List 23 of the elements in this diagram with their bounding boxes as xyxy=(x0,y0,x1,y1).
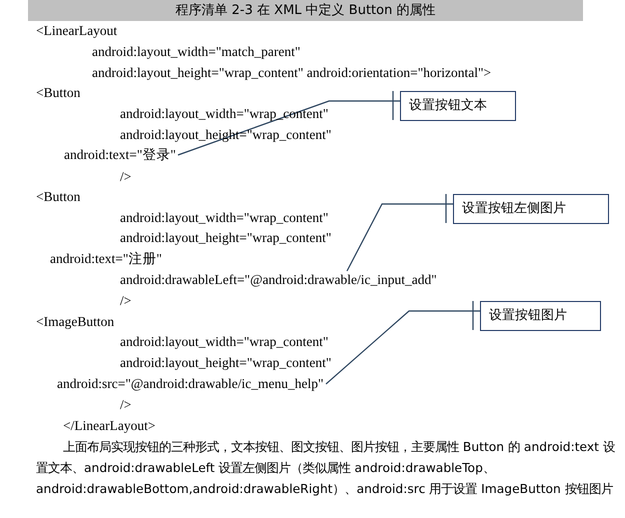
description-paragraph: 上面布局实现按钮的三种形式，文本按钮、图文按钮、图片按钮，主要属性 Button 的 android:text 设置文本、android:drawableLeft 设置左侧图片（类似属性 android:drawableTop、android:drawableBottom,android:drawableRight）、android:src 用于设置 ImageButton 按钮图片 xyxy=(36,439,616,498)
listing-title: 程序清单 2-3 在 XML 中定义 Button 的属性 xyxy=(28,0,583,21)
code-line: <LinearLayout xyxy=(36,22,118,40)
code-line: android:layout_width="match_parent" xyxy=(92,43,300,61)
code-line: /> xyxy=(120,292,132,310)
callout-box: 设置按钮左侧图片 xyxy=(453,194,609,224)
callout-box: 设置按钮文本 xyxy=(400,91,516,121)
code-line: android:src="@android:drawable/ic_menu_help" xyxy=(57,375,324,393)
code-line: android:drawableLeft="@android:drawable/ic_input_add" xyxy=(120,271,437,289)
code-line: android:text="登录" xyxy=(64,146,176,164)
code-line: <Button xyxy=(36,188,80,206)
code-line: android:layout_width="wrap_content" xyxy=(120,333,328,351)
code-line: android:text="注册" xyxy=(50,250,162,268)
callout-box: 设置按钮图片 xyxy=(480,301,601,331)
code-line: android:layout_width="wrap_content" xyxy=(120,209,328,227)
code-line: <Button xyxy=(36,84,80,102)
code-line: android:layout_height="wrap_content" android:orientation="horizontal"> xyxy=(92,64,492,82)
code-line: android:layout_height="wrap_content" xyxy=(120,354,332,372)
code-line: /> xyxy=(120,396,132,414)
code-line: /> xyxy=(120,168,132,186)
code-line: </LinearLayout> xyxy=(63,417,156,435)
code-line: android:layout_height="wrap_content" xyxy=(120,229,332,247)
code-line: <ImageButton xyxy=(36,313,114,331)
